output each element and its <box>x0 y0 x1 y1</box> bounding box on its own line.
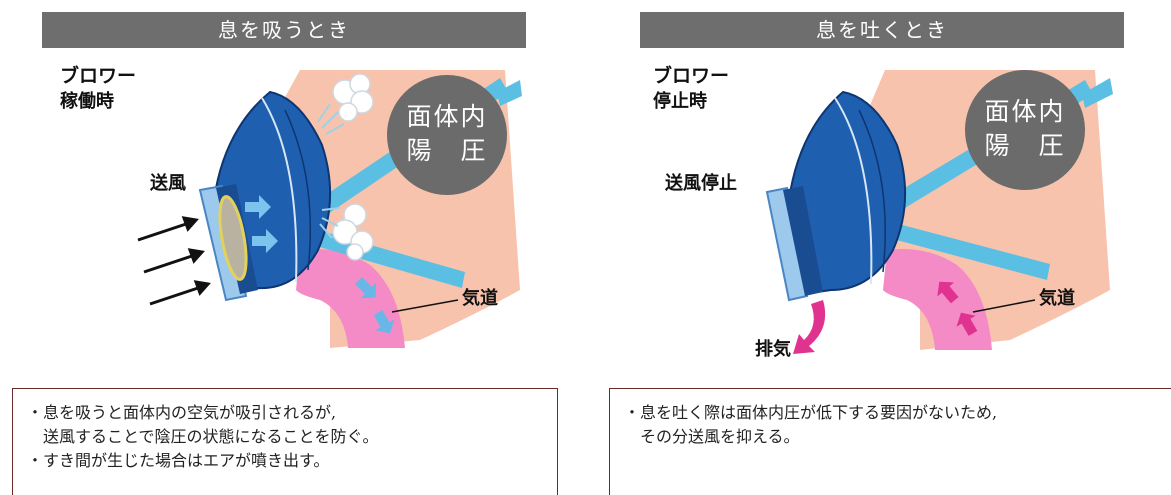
inhale-title: 息を吸うとき <box>42 12 526 48</box>
leak-puff-top <box>332 73 374 122</box>
flow-arrow-2 <box>252 229 278 253</box>
flow-arrow-1 <box>245 195 271 219</box>
leak-spray-bottom <box>319 207 341 239</box>
pressure-text-line2: 陽 圧 <box>984 130 1066 160</box>
wind-arrows <box>137 216 211 306</box>
mask-seam-2 <box>858 109 887 273</box>
exhaust-arrow <box>793 300 826 354</box>
exhale-panel: 息を吐くとき ブロワー 停止時 送風停止 面体内 陽 圧 気道 排気 ・息を吐く <box>595 0 1171 495</box>
strap-top-right <box>1082 78 1113 108</box>
inhale-diagram <box>137 70 522 348</box>
exhale-notes: ・息を吐く際は面体内圧が低下する要因がないため, その分送風を抑える。 <box>609 388 1171 495</box>
airway-arrow-1 <box>354 276 377 299</box>
leak-puff-bottom <box>332 203 374 261</box>
pressure-text: 面体内 陽 圧 <box>970 95 1080 163</box>
exhaust-label: 排気 <box>755 339 791 360</box>
pressure-text-line1: 面体内 <box>406 102 488 131</box>
blower-state-line1: ブロワー <box>653 65 730 87</box>
blower-state-line2: 稼働時 <box>60 91 114 112</box>
note-line: ・すき間が生じた場合はエアが噴き出す。 <box>27 451 330 470</box>
note-line: その分送風を抑える。 <box>624 427 800 446</box>
airway-arrow-1 <box>937 281 959 304</box>
pressure-text-line2: 陽 圧 <box>406 135 488 165</box>
note-line: 送風することで陰圧の状態になることを防ぐ。 <box>27 427 379 446</box>
airway-arrow-2 <box>956 312 978 336</box>
strap-lower <box>889 222 1050 280</box>
airway-label: 気道 <box>462 288 498 309</box>
leak-spray-top <box>317 103 345 135</box>
pressure-circle <box>965 70 1085 190</box>
blower-state-line1: ブロワー <box>60 65 137 87</box>
inhale-panel: 息を吸うとき <box>0 0 560 495</box>
pressure-circle <box>387 75 507 195</box>
exhale-diagram <box>765 70 1113 354</box>
note-line: ・息を吐く際は面体内圧が低下する要因がないため, <box>624 403 998 422</box>
filter-disc <box>218 195 248 281</box>
blower-state-line2: 停止時 <box>653 91 707 112</box>
airway <box>296 249 405 348</box>
strap-top-right <box>497 80 522 106</box>
airway-pointer <box>391 299 459 313</box>
pressure-text-line1: 面体内 <box>984 97 1066 126</box>
airway-arrow-2 <box>373 310 395 334</box>
mask-seam <box>834 97 873 285</box>
airflow-label: 送風 <box>150 173 186 194</box>
inhale-notes: ・息を吸うと面体内の空気が吸引されるが, 送風することで陰圧の状態になることを防… <box>12 388 558 495</box>
exhale-title: 息を吐くとき <box>640 12 1124 48</box>
mask-outer <box>787 90 907 296</box>
airflow-stopped-label: 送風停止 <box>665 173 737 194</box>
filter-body <box>783 186 823 296</box>
note-line: ・息を吸うと面体内の空気が吸引されるが, <box>27 403 337 422</box>
airway-label: 気道 <box>1039 288 1075 309</box>
mask-seam <box>261 97 298 283</box>
pressure-text: 面体内 陽 圧 <box>392 100 502 168</box>
mask-seam-2 <box>284 109 312 271</box>
filter-cover <box>765 186 809 302</box>
airway-pointer <box>972 299 1036 313</box>
